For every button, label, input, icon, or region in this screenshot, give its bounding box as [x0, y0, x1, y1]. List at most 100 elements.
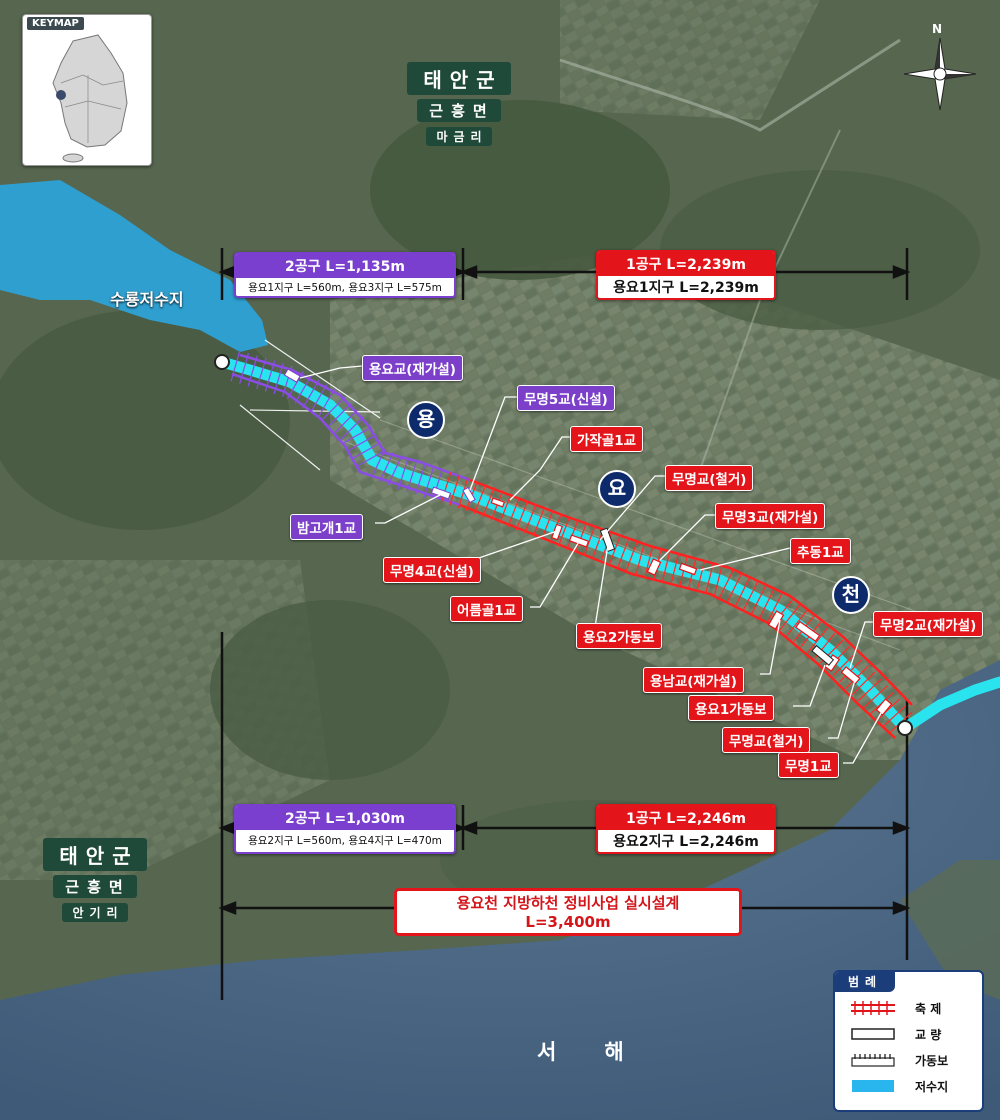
- embankment-tick: [574, 522, 588, 554]
- legend-row-reservoir: 저수지: [843, 1076, 973, 1096]
- legend-embankment-label: 축 제: [915, 1002, 942, 1016]
- legend-weir-label: 가동보: [915, 1054, 949, 1068]
- embankment-tick: [635, 544, 645, 576]
- project-title: 용요천 지방하천 정비사업 실시설계: [456, 894, 680, 912]
- embankment-tick: [726, 572, 743, 602]
- embankment-tick: [566, 519, 579, 550]
- embankment-tick: [347, 434, 377, 452]
- region-top: 태안군 근흥면 마금리: [394, 62, 524, 150]
- embankment-tick: [387, 455, 403, 486]
- movable-weirs: [599, 527, 835, 666]
- label-mumyeong5-bridge: 무명5교(신설): [517, 385, 615, 411]
- keymap: KEYMAP: [22, 14, 152, 166]
- river-char-2: 요: [598, 470, 636, 508]
- label-bamgogae1-bridge: 밤고개1교: [290, 514, 364, 540]
- embankment-tick: [696, 559, 706, 591]
- label-mumyeong1-bridge: 무명1교: [778, 752, 839, 778]
- embankment-tick: [423, 466, 435, 498]
- reservoir-label: 수룡저수지: [110, 290, 184, 309]
- embankment-tick: [449, 474, 461, 506]
- region-top-township: 근흥면: [417, 99, 501, 122]
- embankment-tick: [832, 652, 857, 677]
- label-mumyeong4-bridge: 무명4교(신설): [383, 557, 481, 583]
- label-chudong1-bridge: 추동1교: [790, 538, 851, 564]
- korea-map-icon: [52, 34, 128, 163]
- region-bottom-township: 근흥면: [53, 875, 137, 898]
- section-upper-right-body: 용요1지구 L=2,239m: [598, 276, 774, 297]
- section-lower-right-header: 1공구 L=2,246m: [598, 806, 774, 830]
- label-mumyeong-bridge-demolish-2: 무명교(철거): [722, 727, 811, 753]
- label-eoreumgol1-bridge: 어름골1교: [450, 596, 524, 622]
- region-top-county: 태안군: [407, 62, 511, 95]
- start-point: [214, 354, 230, 370]
- embankment-tick: [608, 535, 621, 566]
- section-lower-right-body: 용요2지구 L=2,246m: [598, 830, 774, 851]
- legend: 범례 축 제 교 량 가동보: [833, 970, 984, 1112]
- embankment-tick: [524, 503, 537, 534]
- embankment-tick: [882, 705, 907, 728]
- embankment-tick: [718, 568, 735, 598]
- embankment-tick: [875, 698, 901, 721]
- embankment-tick: [414, 463, 426, 495]
- embankment-tick: [247, 355, 258, 387]
- label-yongnam-bridge: 용남교(재가설): [643, 667, 744, 693]
- embankment-tick: [743, 580, 759, 610]
- embankment-tick: [515, 500, 529, 531]
- legend-title: 범례: [835, 972, 895, 992]
- embankment-tick: [583, 525, 596, 557]
- bridges: [283, 368, 476, 504]
- legend-reservoir-label: 저수지: [915, 1080, 949, 1094]
- embankment-tick: [670, 553, 680, 585]
- embankment-tick: [786, 610, 808, 637]
- movable-weir-icon: [851, 1054, 895, 1067]
- embankment-tick: [397, 458, 409, 490]
- embankment-tick: [661, 550, 671, 583]
- project-title-box: 용요천 지방하천 정비사업 실시설계 L=3,400m: [394, 888, 742, 936]
- river-char-1: 용: [407, 401, 445, 439]
- embankment-tick: [340, 415, 365, 440]
- river-char-3: 천: [832, 576, 870, 614]
- embankment-tick: [352, 442, 381, 459]
- region-bottom-county: 태안군: [43, 838, 147, 871]
- label-gajakgol1-bridge: 가작골1교: [570, 426, 644, 452]
- embankment-tick: [616, 538, 630, 569]
- embankment-tick: [273, 363, 284, 395]
- embankment-tick: [230, 350, 241, 382]
- north-arrow: N: [902, 22, 978, 112]
- section-box-upper-left: 2공구 L=1,135m 용요1지구 L=560m, 용요3지구 L=575m: [234, 252, 456, 298]
- label-yongyo2-weir: 용요2가동보: [576, 623, 662, 649]
- embankment-tick: [735, 576, 751, 606]
- section-lower-left-body: 용요2지구 L=560m, 용요4지구 L=470m: [236, 830, 454, 848]
- section-upper-left-header: 2공구 L=1,135m: [236, 254, 454, 278]
- project-length: L=3,400m: [525, 913, 611, 931]
- embankment-tick: [256, 357, 267, 389]
- embankment-tick: [294, 375, 312, 404]
- label-yongyo-bridge: 용요교(재가설): [362, 355, 463, 381]
- embankment-tick: [334, 409, 358, 433]
- embankment-tick: [498, 493, 512, 524]
- embankment-tick: [625, 541, 638, 572]
- embankment-tick: [779, 604, 801, 631]
- embankment-tick: [457, 477, 469, 509]
- embankment-tick: [343, 426, 372, 444]
- compass-rose-icon: [903, 37, 977, 111]
- embankment-tick: [302, 379, 320, 409]
- north-label: N: [932, 22, 943, 36]
- legend-row-weir: 가동보: [843, 1050, 973, 1070]
- region-top-village: 마금리: [426, 127, 492, 146]
- section-box-lower-right: 1공구 L=2,246m 용요2지구 L=2,246m: [596, 804, 776, 854]
- embankment-tick: [532, 506, 546, 537]
- label-mumyeong3-bridge: 무명3교(재가설): [715, 503, 826, 529]
- region-bottom-village: 안기리: [62, 903, 128, 922]
- embankment-tick: [473, 483, 487, 515]
- embankment-tick: [857, 678, 882, 702]
- section-upper-left-body: 용요1지구 L=560m, 용요3지구 L=575m: [236, 278, 454, 295]
- embankment-tick: [379, 452, 394, 482]
- end-point: [897, 720, 913, 736]
- bridges-red: [490, 497, 893, 716]
- embankment-tick: [507, 496, 521, 528]
- embankment-tick: [851, 671, 876, 696]
- embankment-tick: [863, 685, 889, 708]
- embankment-tick: [310, 384, 328, 413]
- label-mumyeong2-bridge: 무명2교(재가설): [873, 611, 984, 637]
